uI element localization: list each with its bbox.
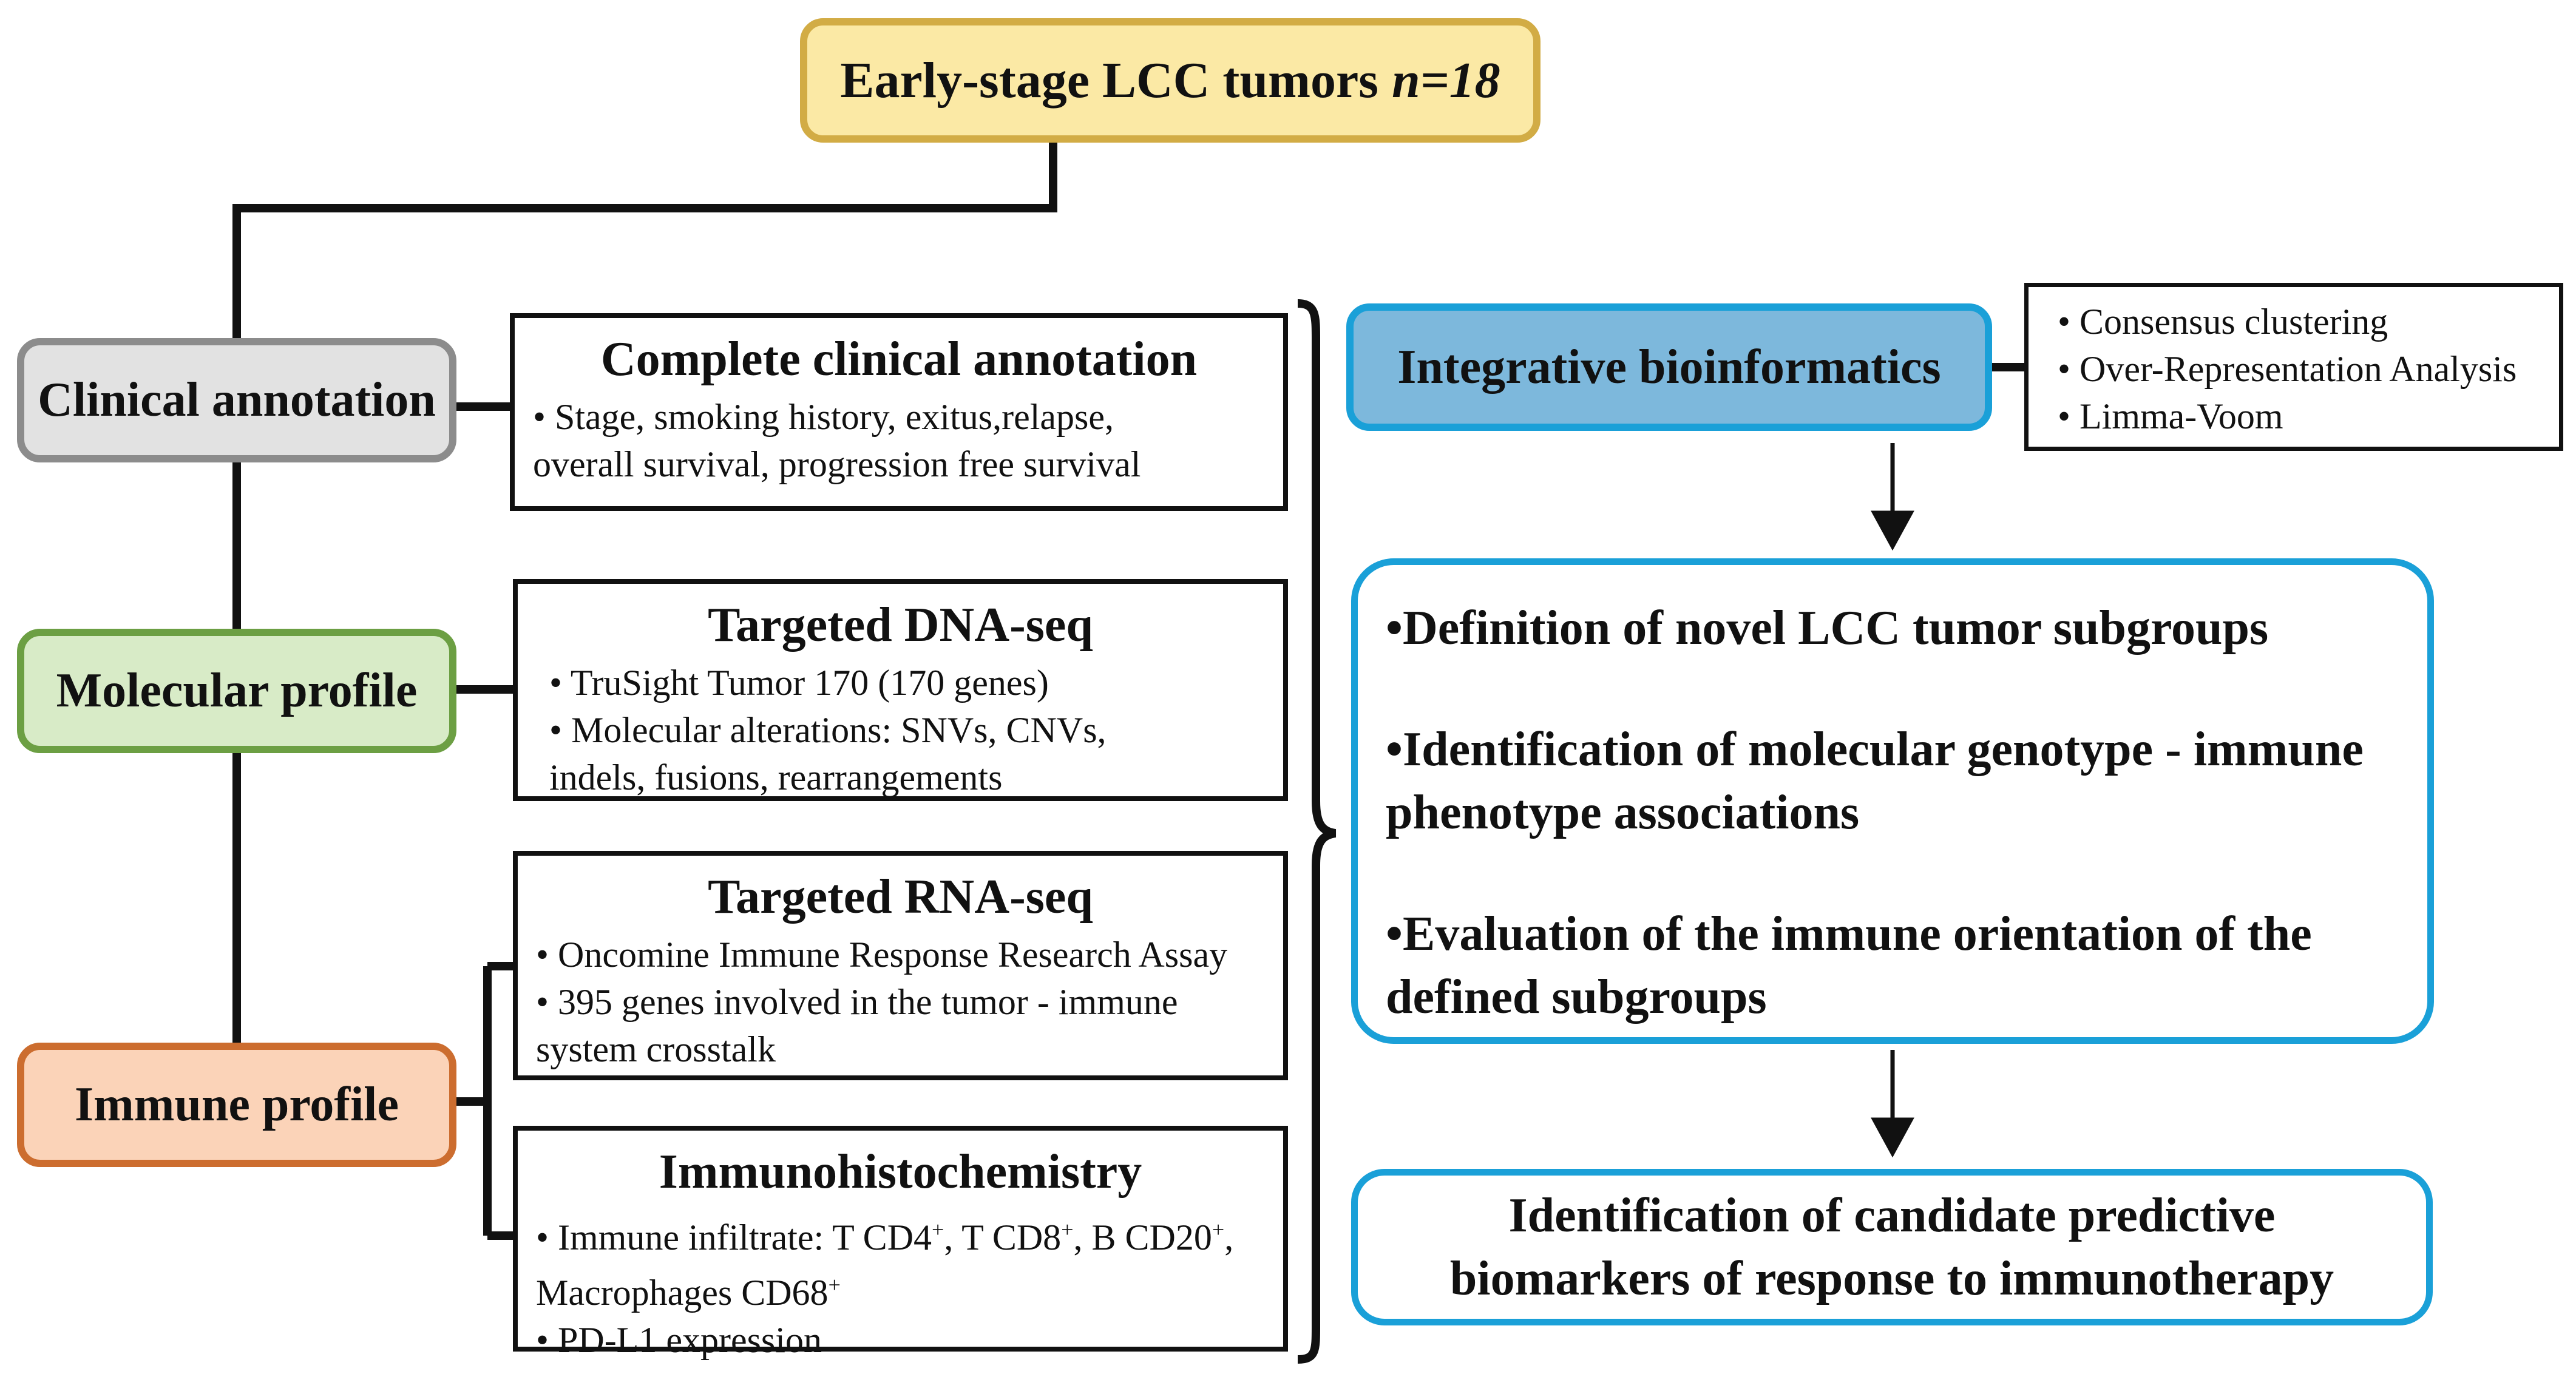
box-line: Macrophages CD68+ [536,1261,1265,1316]
box-line: • TruSight Tumor 170 (170 genes) [549,663,1049,703]
superscript: + [932,1217,944,1242]
arrow-head-icon [1871,510,1914,551]
box-line: • Oncomine Immune Response Research Assa… [536,935,1228,975]
integrative-bioinformatics-box: Integrative bioinformatics [1346,303,1992,431]
immune-bracket-connector [456,962,513,1240]
outcome-item: •Definition of novel LCC tumor subgroups [1386,601,2269,655]
box-title: Complete clinical annotation [600,333,1198,386]
category-clinical-annotation: Clinical annotation [17,338,456,462]
category-label: Molecular profile [56,664,418,717]
superscript: + [1061,1217,1074,1242]
cohort-title-box: Early-stage LCC tumors n=18 [800,18,1541,143]
outcome-item: •Evaluation of the immune orientation of… [1386,907,2312,1024]
ihc-marker-text: , [1224,1217,1234,1257]
box-line: • PD-L1 expression [536,1320,822,1360]
integration-bracket [1297,299,1337,1364]
dna-seq-box: Targeted DNA-seq • TruSight Tumor 170 (1… [513,579,1288,801]
box-line: • Immune infiltrate: T CD4+, T CD8+, B C… [536,1206,1265,1261]
box-line: • Molecular alterations: SNVs, CNVs, [549,710,1107,750]
box-line: • Stage, smoking history, exitus,relapse… [533,397,1114,437]
final-outcome-box: Identification of candidate predictive b… [1351,1169,2433,1325]
rna-seq-box: Targeted RNA-seq • Oncomine Immune Respo… [513,851,1288,1080]
arrow-head-icon [1871,1117,1914,1158]
clinical-annotation-box: Complete clinical annotation • Stage, sm… [510,313,1288,511]
category-label: Immune profile [74,1078,399,1131]
box-title: Immunohistochemistry [659,1145,1142,1199]
ihc-marker-text: , T CD8 [944,1217,1062,1257]
superscript: + [1212,1217,1225,1242]
method-item: • Consensus clustering [2058,302,2388,342]
box-line: indels, fusions, rearrangements [549,757,1003,797]
bioinformatics-methods-box: • Consensus clustering • Over-Representa… [2024,283,2563,451]
category-molecular-profile: Molecular profile [17,629,456,753]
cohort-to-categories-connector [232,143,1057,338]
method-item: • Over-Representation Analysis [2058,349,2517,389]
ihc-marker-text: • Immune infiltrate: T CD4 [536,1217,932,1257]
box-line: • 395 genes involved in the tumor - immu… [536,982,1178,1022]
superscript: + [828,1273,841,1297]
ihc-marker-text: , B CD20 [1073,1217,1212,1257]
outcome-item: •Identification of molecular genotype - … [1386,723,2364,839]
box-line: system crosstalk [536,1029,776,1069]
ihc-marker-text: Macrophages CD68 [536,1273,829,1313]
box-title: Integrative bioinformatics [1397,340,1941,394]
cohort-count: n=18 [1391,52,1500,109]
cohort-title: Early-stage LCC tumors [840,52,1378,109]
method-item: • Limma-Voom [2058,396,2283,436]
box-title: Targeted RNA-seq [708,870,1093,924]
category-immune-profile: Immune profile [17,1043,456,1167]
outcomes-box: •Definition of novel LCC tumor subgroups… [1351,558,2434,1044]
ihc-box: Immunohistochemistry • Immune infiltrate… [513,1126,1288,1360]
category-label: Clinical annotation [38,373,436,427]
box-line: overall survival, progression free survi… [533,444,1141,484]
box-title: Targeted DNA-seq [708,598,1093,652]
final-outcome-text: Identification of candidate predictive b… [1449,1189,2334,1305]
